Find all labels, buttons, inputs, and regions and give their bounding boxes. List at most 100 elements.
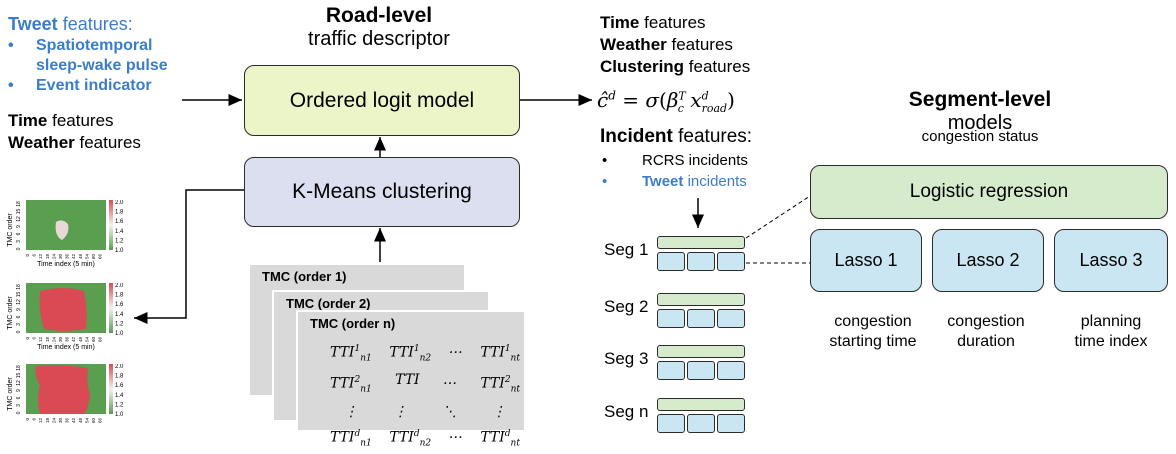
tweet-features-list: •Spatiotemporal sleep-wake pulse •Event …: [8, 37, 168, 94]
segment-logistic-bar: [657, 345, 745, 358]
heatmap-ytick: 6: [16, 315, 22, 318]
heatmap-ytick: 3: [16, 404, 22, 407]
lasso-2-box: Lasso 2: [932, 229, 1044, 292]
dash-seg1-to-logistic: [745, 195, 811, 239]
heatmap-xtick: 60: [91, 254, 96, 260]
heatmap-xtick: 66: [98, 418, 103, 424]
heatmap-xtick: 36: [65, 418, 70, 424]
heatmap-ytick: 3: [16, 240, 22, 243]
incident-list: •RCRS incidents •Tweet incidents: [602, 152, 748, 190]
heatmap-xtick: 12: [38, 254, 43, 260]
heatmap-colorbar: [109, 200, 113, 250]
heatmap-colorbar-tick: 1.0: [115, 331, 124, 337]
heatmap-xtick: 48: [78, 337, 83, 343]
kmeans-box: K-Means clustering: [244, 157, 520, 227]
segment-level-title: Segment-level models: [908, 88, 1052, 134]
heatmap-colorbar-tick: 1.8: [115, 293, 124, 299]
road-level-title: Road-level traffic descriptor: [308, 4, 450, 50]
segment-lasso-cell: [657, 309, 685, 328]
heatmap-colorbar: [109, 364, 113, 414]
segment-lasso-cell: [687, 252, 715, 271]
heatmap-ylabel: TMC order: [7, 213, 14, 247]
lasso-1-box: Lasso 1: [810, 229, 922, 292]
heatmap-xtick: 42: [71, 337, 76, 343]
heatmap-xtick: 66: [98, 254, 103, 260]
connector-layer: [134, 94, 811, 324]
heatmap-colorbar-tick: 1.0: [115, 248, 124, 254]
matrix-row-3: ⋮ ⋮ ⋱ ⋮: [344, 403, 506, 420]
heatmap-colorbar-tick: 1.2: [115, 402, 124, 408]
heatmap-colorbar-tick: 1.6: [115, 302, 124, 308]
heatmap-xtick: 0: [25, 418, 30, 421]
heatmap-xtick: 6: [32, 418, 37, 421]
logit-output-formula: ĉd = σ(βTc xdroad): [597, 88, 735, 115]
heatmap-ytick: 15: [16, 292, 22, 298]
heatmap-colorbar-tick: 1.6: [115, 383, 124, 389]
incident-features-heading: Incident features:: [600, 126, 753, 147]
heatmap-xtick: 24: [51, 337, 56, 343]
heatmap-xtick: 12: [38, 418, 43, 424]
lasso-3-box: Lasso 3: [1054, 229, 1168, 292]
segment-logistic-bar: [657, 398, 745, 411]
heatmap-ytick: 9: [16, 225, 22, 228]
left-time-weather-features: Time features Weather features: [8, 111, 141, 152]
heatmap-ytick: 0: [16, 330, 22, 333]
heatmap-colorbar-tick: 2.0: [115, 283, 124, 289]
logistic-regression-box: Logistic regression: [810, 165, 1168, 219]
heatmap-ytick: 3: [16, 323, 22, 326]
heatmap-ytick: 15: [16, 373, 22, 379]
segment-lasso-cell: [717, 414, 745, 433]
heatmap-ytick: 6: [16, 232, 22, 235]
heatmap-xtick: 36: [65, 254, 70, 260]
heatmap-colorbar-tick: 1.6: [115, 219, 124, 225]
segment-lasso-cell: [717, 361, 745, 380]
heatmap-xtick: 36: [65, 337, 70, 343]
heatmap-ytick: 12: [16, 380, 22, 386]
tti-matrix: TTI1n1 TTI1n2 … TTI1nt TTI2n1 TTI … TTI2…: [330, 338, 520, 454]
segment-label: Seg n: [604, 402, 649, 421]
segment-label: Seg 2: [604, 297, 649, 316]
heatmap-ytick: 18: [16, 284, 22, 290]
heatmap-xtick: 54: [84, 337, 89, 343]
segment-logistic-bar: [657, 236, 745, 249]
heatmap-colorbar-tick: 1.2: [115, 238, 124, 244]
segment-lasso-cell: [687, 361, 715, 380]
ordered-logit-box: Ordered logit model: [244, 65, 520, 136]
heatmap-xtick: 60: [91, 418, 96, 424]
segment-lasso-cell: [657, 361, 685, 380]
heatmap-colorbar: [109, 283, 113, 333]
heatmap-xtick: 66: [98, 337, 103, 343]
heatmap-ylabel: TMC order: [7, 377, 14, 411]
arrow-kmeans-to-heatmap: [134, 189, 244, 324]
heatmap-colorbar-tick: 1.4: [115, 229, 124, 235]
heatmap-colorbar-tick: 1.4: [115, 312, 124, 318]
heatmap-colorbar-tick: 1.2: [115, 321, 124, 327]
heatmap-xtick: 54: [84, 418, 89, 424]
heatmap-ytick: 6: [16, 396, 22, 399]
heatmap-xtick: 42: [71, 418, 76, 424]
congestion-status-label: congestion status: [921, 128, 1039, 145]
heatmap-colorbar-tick: 1.8: [115, 210, 124, 216]
heatmap-xtick: 12: [38, 337, 43, 343]
tmc-panel-n: TMC (order n) TTI1n1 TTI1n2 … TTI1nt TTI…: [296, 310, 524, 448]
heatmap-xtick: 0: [25, 337, 30, 340]
segment-lasso-cell: [717, 309, 745, 328]
heatmap-xtick: 18: [45, 254, 50, 260]
segment-lasso-cell: [687, 309, 715, 328]
heatmap-ytick: 12: [16, 216, 22, 222]
heatmap-colorbar-tick: 1.4: [115, 393, 124, 399]
heatmap-xtick: 42: [71, 254, 76, 260]
heatmap-xtick: 48: [78, 254, 83, 260]
heatmap-xtick: 24: [51, 254, 56, 260]
segment-lasso-cell: [657, 414, 685, 433]
segment-lasso-cell: [717, 252, 745, 271]
segment-label: Seg 3: [604, 349, 649, 368]
segment-logistic-bar: [657, 293, 745, 306]
heatmap-xtick: 30: [58, 418, 63, 424]
heatmap-ytick: 0: [16, 247, 22, 250]
segment-label: Seg 1: [604, 240, 649, 259]
